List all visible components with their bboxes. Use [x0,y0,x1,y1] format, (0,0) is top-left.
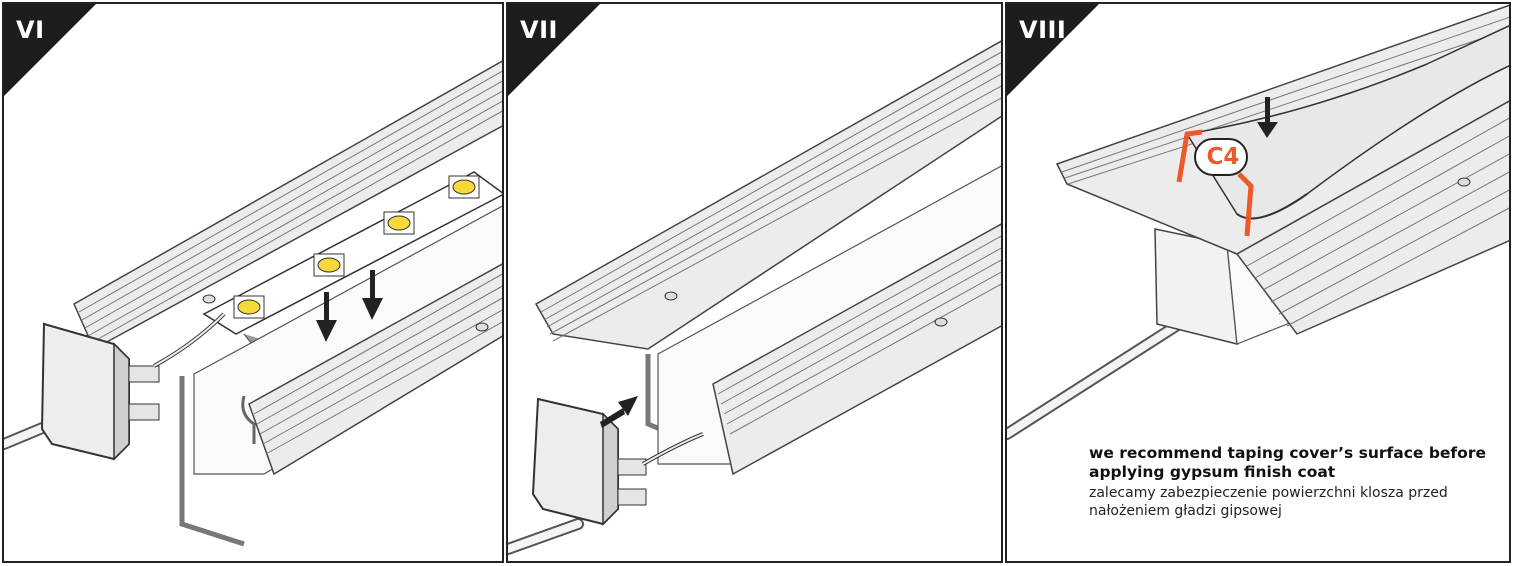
step-viii-illustration [1007,4,1509,440]
step-number: VII [520,16,558,44]
step-vii-illustration [508,40,1001,555]
step-corner-badge [4,4,96,96]
step-vi-illustration [4,60,502,547]
part-label-c4: C4 [1206,144,1240,170]
step-corner-badge [508,4,600,96]
press-down-arrow [1257,97,1278,138]
note-english: we recommend taping cover’s surface befo… [1089,444,1486,481]
step-panel-vii: VII [506,2,1003,563]
insert-arrow [600,396,638,428]
tape-recommendation-note: we recommend taping cover’s surface befo… [1089,444,1489,520]
note-polish: zalecamy zabezpieczenie powierzchni klos… [1089,485,1448,519]
step-panel-viii: C4 VIII we recommend taping cover’s surf… [1005,2,1511,563]
step-number: VIII [1019,16,1067,44]
step-number: VI [16,16,45,44]
step-corner-badge [1007,4,1099,96]
led-chips [233,175,480,319]
step-panel-vi: VI [2,2,504,563]
press-down-arrows [316,270,383,342]
